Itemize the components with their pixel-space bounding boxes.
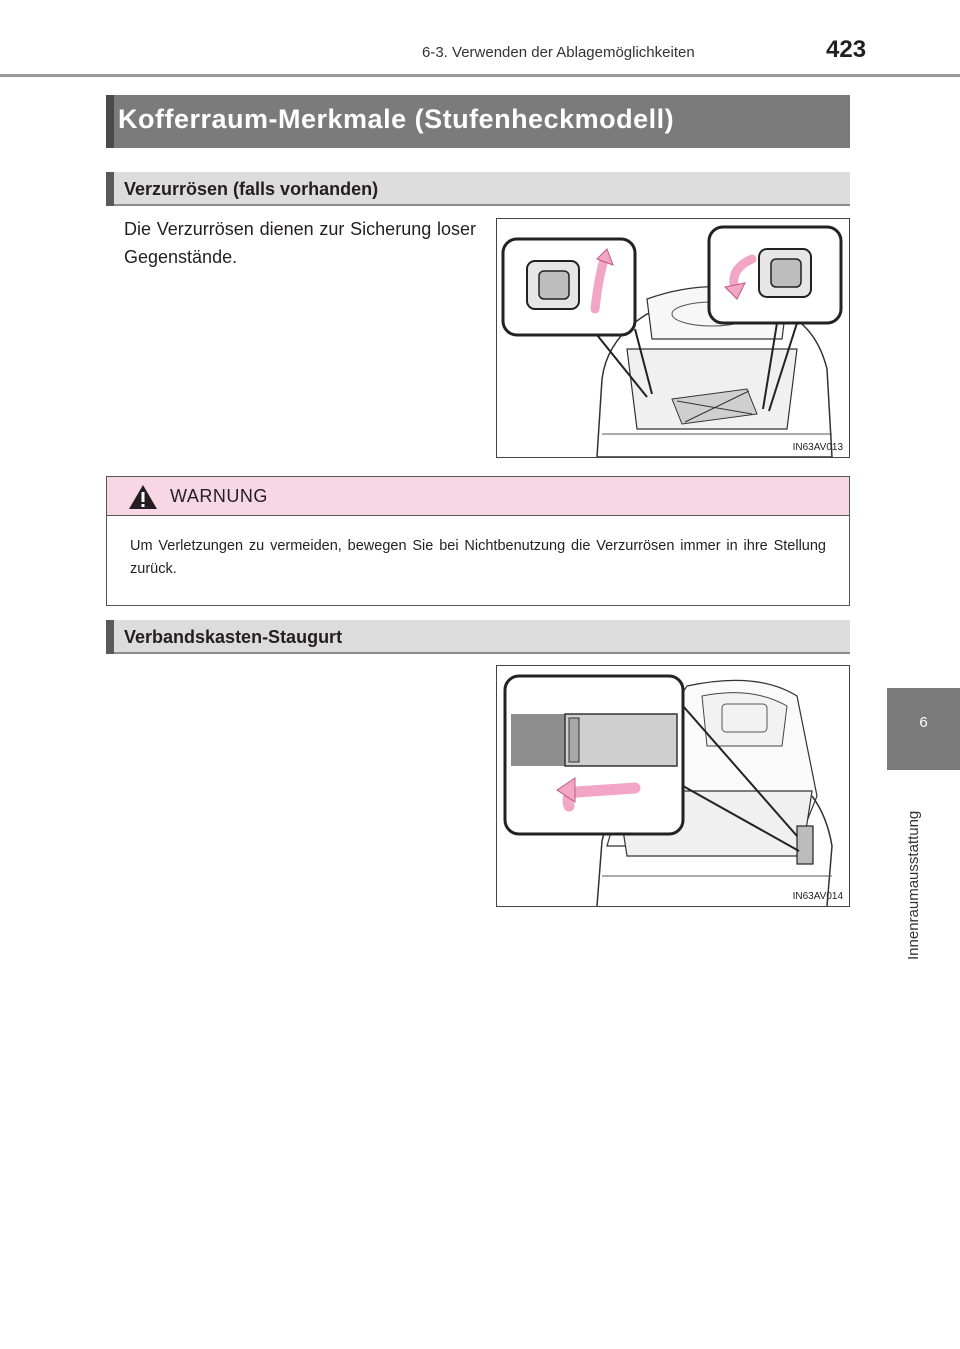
figure-tie-downs: IN63AV013 — [496, 218, 850, 458]
section-heading-accent — [106, 620, 114, 654]
section-heading-bar-first-aid — [106, 620, 850, 654]
section-heading-bar-tie-downs — [106, 172, 850, 206]
page-number: 423 — [826, 36, 867, 63]
section-heading-accent — [106, 172, 114, 206]
warning-title: WARNUNG — [170, 486, 268, 506]
page-title-bar — [106, 95, 850, 148]
figure-code: IN63AV014 — [792, 891, 843, 902]
warning-triangle-icon — [129, 485, 157, 509]
section-heading-first-aid: Verbandskasten-Staugurt — [124, 627, 343, 647]
first-aid-strap-illustration — [503, 674, 833, 907]
page-title-accent — [106, 95, 114, 148]
chapter-tab-number: 6 — [919, 714, 928, 731]
chapter-side-label-text: Innenraumausstattung — [905, 810, 922, 960]
section-heading-tie-downs: Verzurrösen (falls vorhanden) — [124, 179, 379, 199]
running-header-section: 6-3. Verwenden der Ablagemöglichkeiten — [422, 44, 695, 61]
figure-first-aid-strap: IN63AV014 — [496, 665, 850, 907]
chapter-side-label: Innenraumausstattung — [905, 780, 925, 970]
header-rule — [0, 74, 960, 77]
figure-code: IN63AV013 — [792, 442, 843, 453]
warning-header — [107, 477, 849, 516]
warning-text: Um Verletzungen zu vermeiden, bewegen Si… — [130, 538, 826, 577]
chapter-tab — [887, 688, 960, 770]
tie-downs-description: Die Verzurrösen dienen zur Siche­rung lo… — [124, 219, 476, 267]
page-title: Kofferraum-Merkmale (Stufenheckmodell) — [118, 104, 675, 134]
tie-downs-illustration — [501, 225, 843, 458]
